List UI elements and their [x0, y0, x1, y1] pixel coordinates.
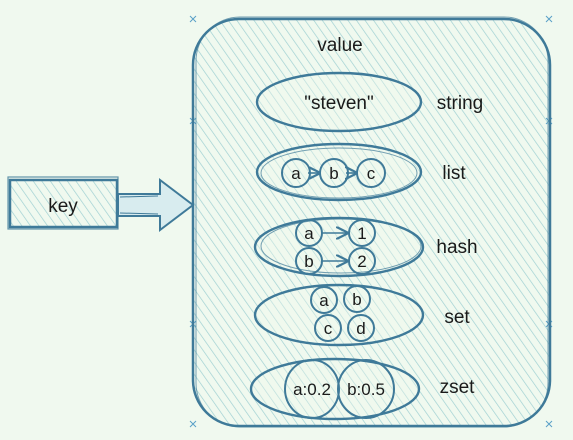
zset-member-node — [337, 359, 395, 419]
set-member-node — [310, 286, 338, 314]
string-value: "steven" — [304, 93, 373, 114]
key-to-value-arrow — [117, 177, 195, 233]
set-member: d — [356, 319, 365, 338]
key-label: key — [48, 196, 78, 217]
list-type-label: list — [442, 163, 466, 184]
set-ellipse — [253, 283, 425, 347]
list-item: a — [291, 164, 301, 183]
list-item: b — [329, 164, 338, 183]
value-label: value — [317, 35, 362, 56]
set-member-node — [347, 314, 375, 342]
key-box — [8, 178, 119, 229]
value-box-sketch-line — [195, 16, 549, 428]
set-member: a — [319, 291, 329, 310]
set-member-node — [343, 285, 371, 313]
zset-member: a:0.2 — [293, 380, 331, 399]
key-node: key — [7, 176, 119, 230]
zset-type-label: zset — [440, 377, 476, 398]
list-item: c — [367, 164, 376, 183]
hash-value-node — [348, 219, 376, 247]
hash-field: a — [304, 224, 314, 243]
zset-type: a:0.2 b:0.5 zset — [249, 357, 476, 421]
hash-value-node — [348, 247, 376, 275]
hash-field: b — [304, 252, 313, 271]
value-box — [191, 17, 552, 428]
set-type-label: set — [444, 307, 470, 328]
hash-type: a 1 b 2 hash — [253, 216, 478, 278]
hash-type-label: hash — [436, 237, 477, 258]
zset-ellipse — [249, 357, 421, 421]
hash-value: 1 — [357, 224, 366, 243]
string-ellipse — [255, 71, 423, 133]
set-member-node — [314, 314, 342, 342]
zset-member: b:0.5 — [347, 380, 385, 399]
list-type: a b c list — [255, 142, 466, 202]
value-container: value — [191, 16, 552, 428]
set-type: a b c d set — [253, 283, 470, 347]
set-member: c — [324, 319, 333, 338]
set-member: b — [352, 290, 361, 309]
string-type: "steven" string — [255, 71, 483, 133]
hash-value: 2 — [357, 252, 366, 271]
string-type-label: string — [437, 93, 483, 114]
